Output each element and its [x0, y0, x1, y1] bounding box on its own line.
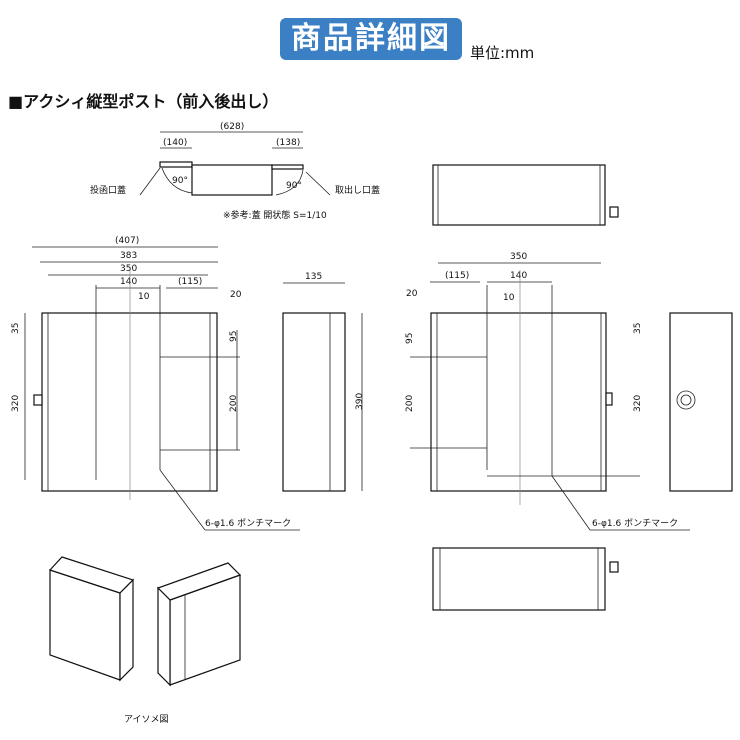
dim-35: 35: [633, 323, 643, 334]
dim-35: 35: [11, 323, 21, 334]
dim-95: 95: [229, 331, 239, 342]
dim-628: (628): [220, 122, 244, 132]
dim-407: (407): [115, 236, 139, 246]
page-title: 商品詳細図: [280, 18, 462, 60]
front-view: (407) 383 350 140 (115) 10 20 35 95 320 …: [11, 236, 300, 531]
angle-right: 90°: [286, 181, 302, 191]
dim-138: (138): [276, 138, 300, 148]
dim-200: 200: [405, 395, 415, 412]
dim-140: 140: [120, 277, 137, 287]
dim-350: 350: [120, 264, 137, 274]
back-view: 350 (115) 140 20 10 95 35 200 320 6-φ1.6…: [405, 252, 690, 531]
dim-140: 140: [510, 271, 527, 281]
dim-135: 135: [305, 272, 322, 282]
unit-label: 単位:mm: [470, 44, 535, 62]
dim-350: 350: [510, 252, 527, 262]
scale-note: ※参考:蓋 開状態 S=1/10: [223, 209, 327, 221]
bottom-view: [432, 547, 619, 611]
label-takeout-lid: 取出し口蓋: [335, 184, 380, 196]
label-insert-lid: 投函口蓋: [90, 184, 126, 196]
dim-320: 320: [633, 395, 643, 412]
angle-left: 90°: [172, 176, 188, 186]
iso-caption: アイソメ図: [124, 714, 169, 725]
dim-383: 383: [120, 251, 137, 261]
dim-10: 10: [503, 293, 515, 303]
dim-95: 95: [405, 333, 415, 344]
dim-200: 200: [229, 395, 239, 412]
section-heading: ■アクシィ縦型ポスト（前入後出し）: [8, 92, 279, 111]
dim-320: 320: [11, 395, 21, 412]
dim-20: 20: [406, 289, 418, 299]
dim-140: (140): [163, 138, 187, 148]
top-view-open-lids: (628) (140) (138) 90° 90° 投函口蓋 取出し口蓋 ※参考…: [90, 122, 380, 221]
punch-mark-callout: 6-φ1.6 ポンチマーク: [205, 518, 291, 529]
rear-side-view: [669, 312, 733, 492]
dim-390: 390: [355, 393, 365, 410]
dim-10: 10: [138, 292, 150, 302]
dim-20: 20: [230, 290, 242, 300]
top-view-closed: [432, 164, 619, 226]
isometric-views: アイソメ図: [48, 556, 242, 725]
punch-mark-callout: 6-φ1.6 ポンチマーク: [592, 518, 678, 529]
dim-115: (115): [178, 277, 202, 287]
dim-115: (115): [445, 271, 469, 281]
side-view: 135 390: [282, 272, 365, 492]
